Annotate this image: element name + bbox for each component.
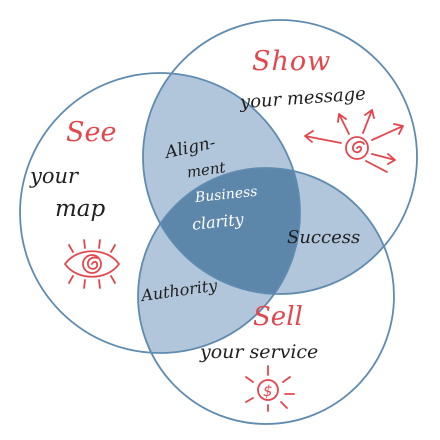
see-title: See: [66, 117, 116, 148]
circle-show: [142, 19, 418, 295]
see-line2: map: [55, 196, 106, 222]
overlap-see-show-line2: ment: [186, 158, 228, 181]
center-label-line1: Business: [193, 184, 258, 207]
sell-line1: your service: [199, 341, 318, 363]
show-line1: your message: [238, 83, 366, 113]
radiating-spiral-icon: [304, 109, 404, 173]
circle-see: [19, 72, 301, 354]
dollar-coin-icon: $: [245, 365, 295, 412]
see-line1: your: [29, 164, 80, 188]
show-title: Show: [252, 46, 331, 77]
sell-title: Sell: [253, 302, 303, 332]
svg-text:$: $: [263, 382, 273, 400]
circle-sell: [137, 167, 395, 425]
overlap-show-sell-label: Success: [287, 227, 360, 248]
eye-icon: [64, 239, 120, 289]
overlap-center: [143, 168, 300, 294]
